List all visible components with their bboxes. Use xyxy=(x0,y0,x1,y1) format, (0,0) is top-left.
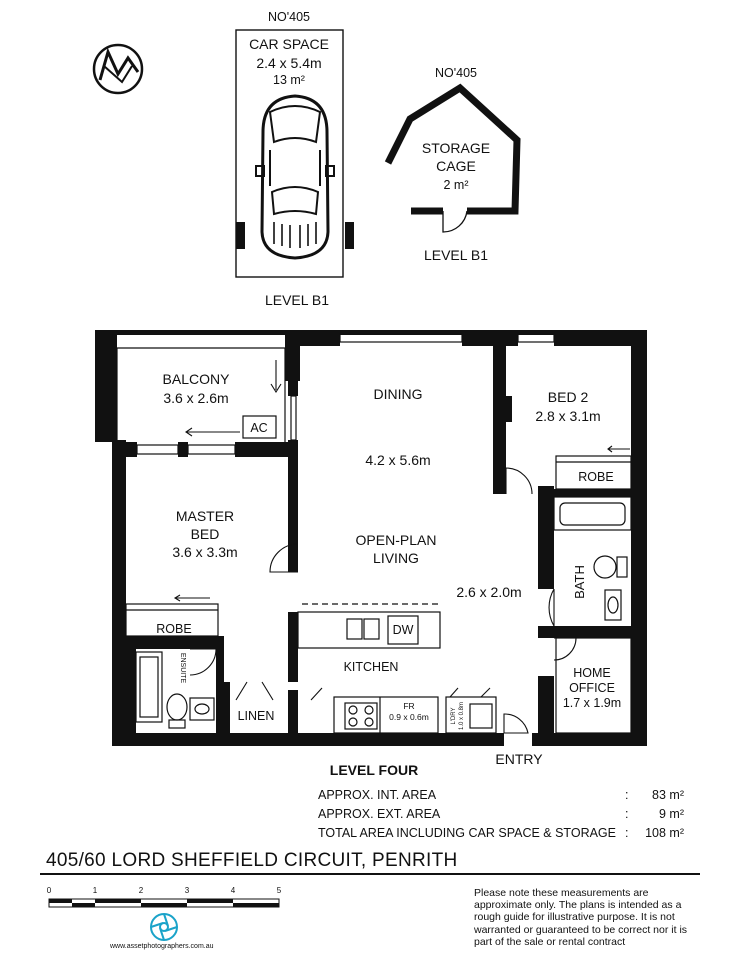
scale-bar: 0 1 2 3 4 5 xyxy=(47,886,282,908)
website-link[interactable]: www.assetphotographers.com.au xyxy=(110,943,214,950)
laundry-name: L'DRY xyxy=(451,707,457,724)
office-name-1: HOME xyxy=(573,666,611,680)
car-space-level: LEVEL B1 xyxy=(265,292,329,308)
entry-label: ENTRY xyxy=(495,751,543,767)
area-table: APPROX. INT. AREA : 83 m² APPROX. EXT. A… xyxy=(318,788,698,845)
car-space: NO'405 CAR SPACE 2.4 x 5.4m 13 m² LEVEL … xyxy=(235,10,354,308)
thin-lines xyxy=(116,333,632,734)
scale-tick-2: 2 xyxy=(139,886,144,895)
area-value: 9 m² xyxy=(659,807,684,821)
ensuite-label: ENSUITE xyxy=(179,653,186,684)
fridge-dims: 0.9 x 0.6m xyxy=(389,712,429,722)
area-label: APPROX. INT. AREA xyxy=(318,788,437,802)
storage-level: LEVEL B1 xyxy=(424,247,488,263)
linen-label: LINEN xyxy=(238,709,275,723)
dw-label: DW xyxy=(393,623,414,637)
storage-unit-no: NO'405 xyxy=(435,66,477,80)
bed2-name: BED 2 xyxy=(548,389,589,405)
car-space-unit-no: NO'405 xyxy=(268,10,310,24)
laundry-dims: 1.0 x 0.8m xyxy=(459,702,465,730)
dining-name: DINING xyxy=(374,386,423,402)
walls xyxy=(95,330,647,746)
master-name-2: BED xyxy=(191,526,220,542)
kitchen-label: KITCHEN xyxy=(344,660,399,674)
area-label: APPROX. EXT. AREA xyxy=(318,807,441,821)
area-sep: : xyxy=(625,788,629,802)
ac-unit xyxy=(242,415,277,439)
car-space-dims: 2.4 x 5.4m xyxy=(256,55,321,71)
scale-tick-0: 0 xyxy=(47,886,52,895)
car-space-area: 13 m² xyxy=(273,73,305,87)
storage-area: 2 m² xyxy=(444,178,469,192)
area-value: 83 m² xyxy=(652,788,684,802)
balcony-name: BALCONY xyxy=(163,371,231,387)
address-divider xyxy=(40,873,700,875)
ac-label: AC xyxy=(250,421,267,435)
balcony-dims: 3.6 x 2.6m xyxy=(163,390,228,406)
fridge-name: FR xyxy=(403,701,414,711)
master-robe-label: ROBE xyxy=(156,622,191,636)
office-name-2: OFFICE xyxy=(569,681,615,695)
dining-dims: 4.2 x 5.6m xyxy=(365,452,430,468)
scale-tick-3: 3 xyxy=(185,886,190,895)
car-space-title: CAR SPACE xyxy=(249,36,329,52)
living-name-2: LIVING xyxy=(373,550,419,566)
storage-title-2: CAGE xyxy=(436,158,476,174)
office-dims: 1.7 x 1.9m xyxy=(563,696,621,710)
car-icon xyxy=(255,94,335,260)
bed2-robe: ROBE xyxy=(578,470,613,484)
disclaimer: Please note these measurements are appro… xyxy=(474,887,688,948)
area-sep: : xyxy=(625,826,629,840)
storage-cage: NO'405 STORAGE CAGE 2 m² LEVEL B1 xyxy=(384,66,521,263)
north-arrow-icon xyxy=(92,43,144,95)
living-dims: 2.6 x 2.0m xyxy=(456,584,521,600)
camera-aperture-logo-icon xyxy=(150,913,178,941)
scale-tick-1: 1 xyxy=(93,886,98,895)
level-four-label: LEVEL FOUR xyxy=(330,762,418,778)
master-name-1: MASTER xyxy=(176,508,234,524)
storage-title-1: STORAGE xyxy=(422,140,490,156)
area-value: 108 m² xyxy=(645,826,684,840)
scale-tick-5: 5 xyxy=(277,886,282,895)
area-label: TOTAL AREA INCLUDING CAR SPACE & STORAGE xyxy=(318,826,616,840)
area-row: TOTAL AREA INCLUDING CAR SPACE & STORAGE… xyxy=(318,826,698,845)
area-row: APPROX. EXT. AREA : 9 m² xyxy=(318,807,698,826)
doors xyxy=(173,360,630,734)
bed2-dims: 2.8 x 3.1m xyxy=(535,408,600,424)
area-sep: : xyxy=(625,807,629,821)
scale-tick-4: 4 xyxy=(231,886,236,895)
property-address: 405/60 LORD SHEFFIELD CIRCUIT, PENRITH xyxy=(46,850,458,871)
living-name-1: OPEN-PLAN xyxy=(356,532,437,548)
area-row: APPROX. INT. AREA : 83 m² xyxy=(318,788,698,807)
bath-label: BATH xyxy=(572,565,587,599)
master-dims: 3.6 x 3.3m xyxy=(172,544,237,560)
